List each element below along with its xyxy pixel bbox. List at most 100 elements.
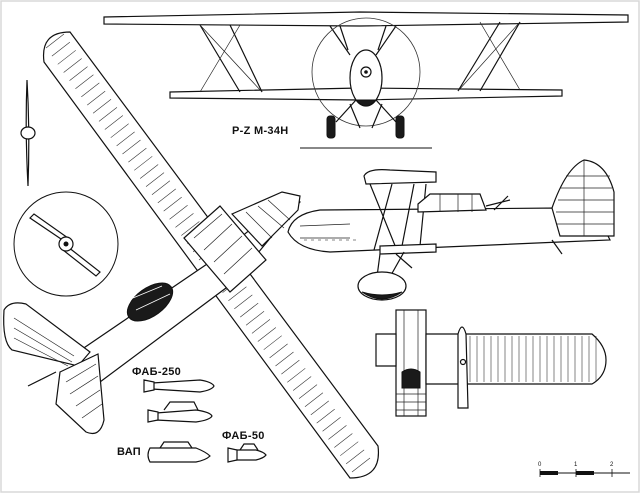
fab-250-tail-top: [143, 379, 155, 393]
wing-rib: [139, 164, 159, 179]
scale-label-2: 2: [610, 462, 614, 468]
wing-rib: [81, 82, 100, 98]
propeller-blade-2: [61, 246, 101, 277]
plan-fuselage: [395, 309, 427, 417]
plan-aileron-mass: [457, 326, 469, 409]
wing-rib: [98, 107, 118, 122]
fab-50-tail: [227, 447, 238, 463]
side-view: [287, 159, 615, 301]
wing-rib: [304, 392, 324, 408]
wing-rib: [151, 180, 171, 196]
propeller-hub-side: [20, 126, 36, 140]
plan-wing-right: [425, 333, 607, 385]
wing-rib: [292, 376, 312, 391]
wing-rib: [116, 131, 135, 147]
wing-rib: [45, 33, 65, 49]
top-view: [3, 31, 380, 479]
wing-rib: [298, 384, 318, 399]
vap-container: [147, 447, 211, 463]
label-fab-50: ФАБ-50: [222, 430, 265, 442]
side-interplane-struts: [369, 183, 427, 251]
wing-rib: [251, 319, 271, 334]
front-cabane-struts: [329, 25, 397, 56]
top-cockpit: [126, 282, 174, 322]
top-center-panels: [193, 213, 253, 275]
propeller-front-view: [13, 191, 119, 297]
wing-rib: [104, 115, 124, 130]
front-right-wheel: [395, 115, 405, 139]
top-tailplane-ribs: [13, 317, 103, 419]
plan-wing-ribs: [469, 336, 597, 382]
fab-250-bomb-top: [151, 379, 215, 393]
top-cockpit-frame: [127, 285, 171, 311]
front-propeller-disc: [311, 17, 421, 127]
wing-rib: [328, 425, 347, 440]
top-tailskid: [27, 371, 57, 387]
wing-rib: [245, 310, 265, 326]
side-upper-wing: [363, 169, 437, 185]
vap-rack: [159, 441, 193, 449]
wing-rib: [287, 368, 306, 383]
wing-rib: [240, 302, 259, 318]
bombs-group: [143, 379, 267, 463]
wing-rib: [169, 204, 188, 220]
wing-rib: [334, 433, 353, 448]
side-canopy: [417, 193, 487, 213]
wing-rib: [322, 416, 341, 432]
fab-50-bomb: [235, 449, 267, 461]
plan-fuselage-frames: [396, 310, 426, 416]
fab-250-tail-side: [147, 409, 159, 423]
top-center-section: [183, 205, 267, 293]
label-fab-250: ФАБ-250: [132, 366, 182, 378]
wing-rib: [263, 335, 282, 350]
front-view: [103, 11, 629, 149]
wing-rib: [275, 351, 294, 367]
wing-rib: [157, 188, 176, 204]
side-tail-fin: [551, 159, 615, 237]
wing-rib: [281, 359, 300, 375]
propeller-side-view: [20, 79, 36, 187]
wing-rib: [181, 221, 200, 236]
propeller-disc: [13, 191, 119, 297]
lower-right-plan-view: [375, 309, 607, 417]
side-rear-gun: [485, 195, 511, 211]
plan-wing-left-stub: [375, 333, 397, 367]
wing-rib: [51, 41, 71, 57]
wing-rib: [345, 449, 365, 465]
front-bracing-wires: [199, 21, 521, 93]
wing-rib: [175, 213, 194, 228]
scale-bar-segment-2: [576, 471, 594, 475]
side-wheel-spat: [357, 271, 407, 301]
scale-label-0: 0: [538, 462, 542, 468]
top-tailplane-right: [55, 353, 105, 435]
wing-rib: [110, 123, 129, 138]
side-tailskid: [551, 239, 563, 255]
scale-bar: [539, 469, 630, 477]
wing-rib: [163, 196, 182, 212]
wing-rib: [69, 66, 88, 81]
side-canopy-frames: [439, 194, 473, 212]
propeller-hub-center: [63, 241, 69, 247]
wing-rib: [145, 172, 165, 187]
front-upper-wing: [103, 11, 629, 27]
plan-cockpit: [401, 368, 421, 389]
wing-rib: [122, 139, 141, 155]
side-lower-wing: [379, 243, 437, 255]
top-engine-cowling: [230, 191, 301, 247]
fab-250-rack: [163, 401, 199, 411]
front-fuselage: [349, 49, 383, 107]
wing-rib: [310, 400, 329, 416]
side-wheel: [361, 291, 403, 300]
propeller-blade-1: [29, 213, 70, 242]
wing-rib: [92, 98, 112, 114]
wing-rib: [269, 343, 288, 359]
wing-rib: [351, 457, 371, 473]
front-landing-gear-legs: [335, 99, 397, 129]
front-left-wheel: [326, 115, 336, 139]
front-radiator: [354, 99, 378, 107]
plan-strut-point: [459, 358, 467, 366]
top-tailplane-left: [3, 302, 91, 367]
